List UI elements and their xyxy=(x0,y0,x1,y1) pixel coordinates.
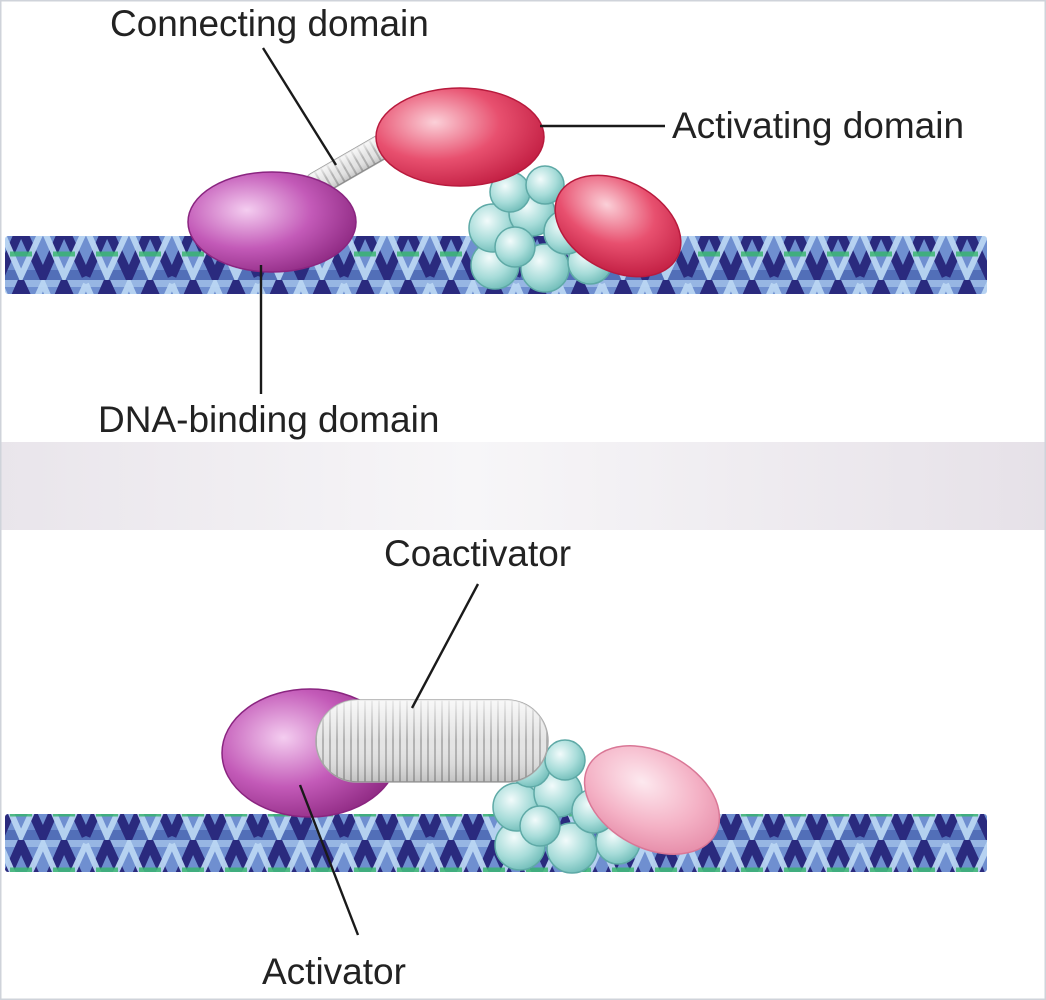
coactivator-label: Coactivator xyxy=(384,533,571,574)
panel-bottom: Coactivator Activator xyxy=(5,533,987,992)
panel-separator xyxy=(0,442,1046,530)
activator-leader xyxy=(298,784,360,936)
coactivator-cluster xyxy=(492,739,641,874)
activating-domain xyxy=(375,87,545,187)
dna-binding-domain xyxy=(187,171,357,273)
coactivator-tube xyxy=(315,699,549,783)
connecting-domain-leader xyxy=(261,47,338,166)
activating-domain-bound xyxy=(554,174,682,278)
activating-domain-pink xyxy=(583,745,721,855)
connecting-domain-label: Connecting domain xyxy=(110,3,429,44)
panel-top: Connecting domain Activating domain DNA-… xyxy=(5,3,987,440)
activating-domain-label: Activating domain xyxy=(672,105,964,146)
coactivator-leader xyxy=(410,583,480,709)
activator-label: Activator xyxy=(262,951,406,992)
dna-binding-domain-label: DNA-binding domain xyxy=(98,399,439,440)
